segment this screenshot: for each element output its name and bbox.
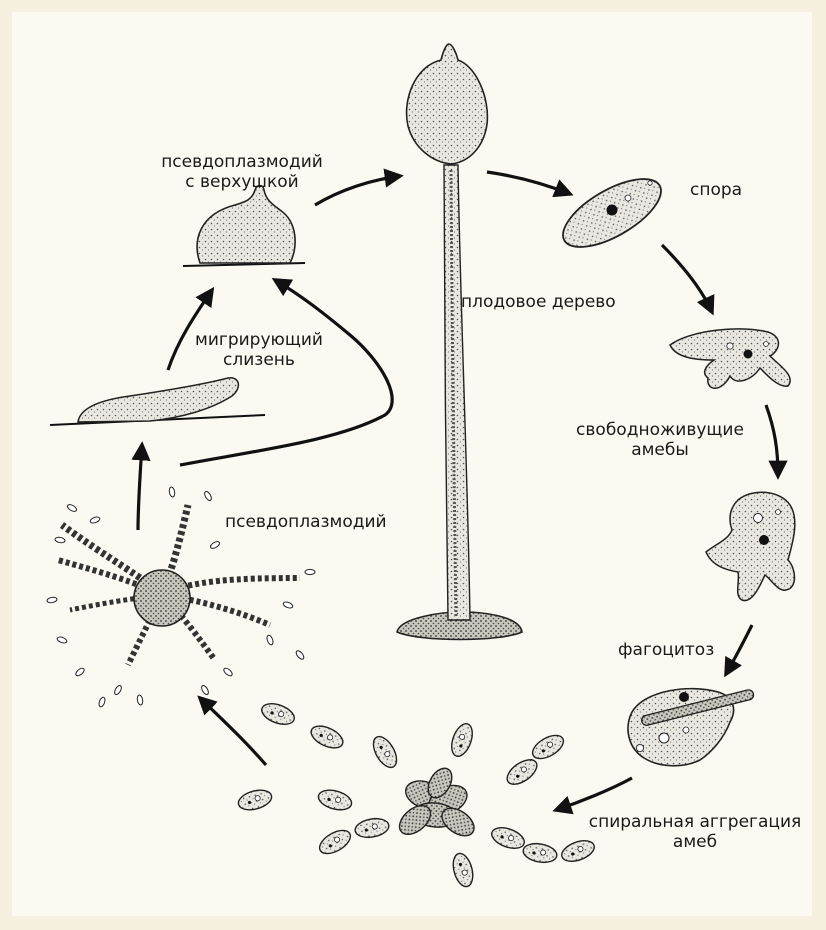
spore bbox=[553, 166, 671, 261]
arrow-to-phagocytosis bbox=[726, 625, 752, 674]
label-fruiting-body: плодовое дерево bbox=[461, 292, 616, 312]
label-line: псевдоплазмодий bbox=[152, 152, 332, 172]
label-pseudoplasmodium-tip: псевдоплазмодий с верхушкой bbox=[152, 152, 332, 192]
fruiting-body bbox=[397, 44, 522, 640]
label-phagocytosis: фагоцитоз bbox=[618, 640, 714, 660]
label-line: амеб bbox=[585, 832, 805, 852]
pseudoplasmodium-with-tip bbox=[183, 186, 305, 267]
spiral-aggregation bbox=[236, 700, 597, 889]
arrow-to-aggregation bbox=[556, 778, 632, 810]
label-line: мигрирующий bbox=[184, 330, 334, 350]
arrow-to-free-amoeba bbox=[662, 245, 712, 312]
migrating-slug bbox=[50, 378, 265, 425]
label-spiral-aggregation: спиральная аггрегация амеб bbox=[585, 812, 805, 852]
arrow-to-migrating-slug bbox=[138, 445, 142, 530]
free-amoeba-top bbox=[670, 329, 790, 388]
arrow-to-second-amoeba bbox=[766, 405, 778, 476]
label-line: амебы bbox=[560, 440, 760, 460]
label-free-amoebae: свободноживущие амебы bbox=[560, 420, 760, 460]
label-line: спиральная аггрегация bbox=[585, 812, 805, 832]
arrow-to-pseudoplasmodium bbox=[200, 698, 266, 765]
free-amoeba-bottom bbox=[706, 492, 795, 600]
arrow-pseudoplasmodium-to-tip bbox=[180, 280, 392, 465]
label-line: свободноживущие bbox=[560, 420, 760, 440]
label-pseudoplasmodium: псевдоплазмодий bbox=[225, 512, 387, 532]
label-line: слизень bbox=[184, 350, 334, 370]
arrow-to-spore bbox=[487, 172, 570, 194]
phagocytosis-amoeba bbox=[628, 689, 755, 766]
label-migrating-slug: мигрирующий слизень bbox=[184, 330, 334, 370]
label-line: с верхушкой bbox=[152, 172, 332, 192]
label-spore: спора bbox=[690, 180, 742, 200]
